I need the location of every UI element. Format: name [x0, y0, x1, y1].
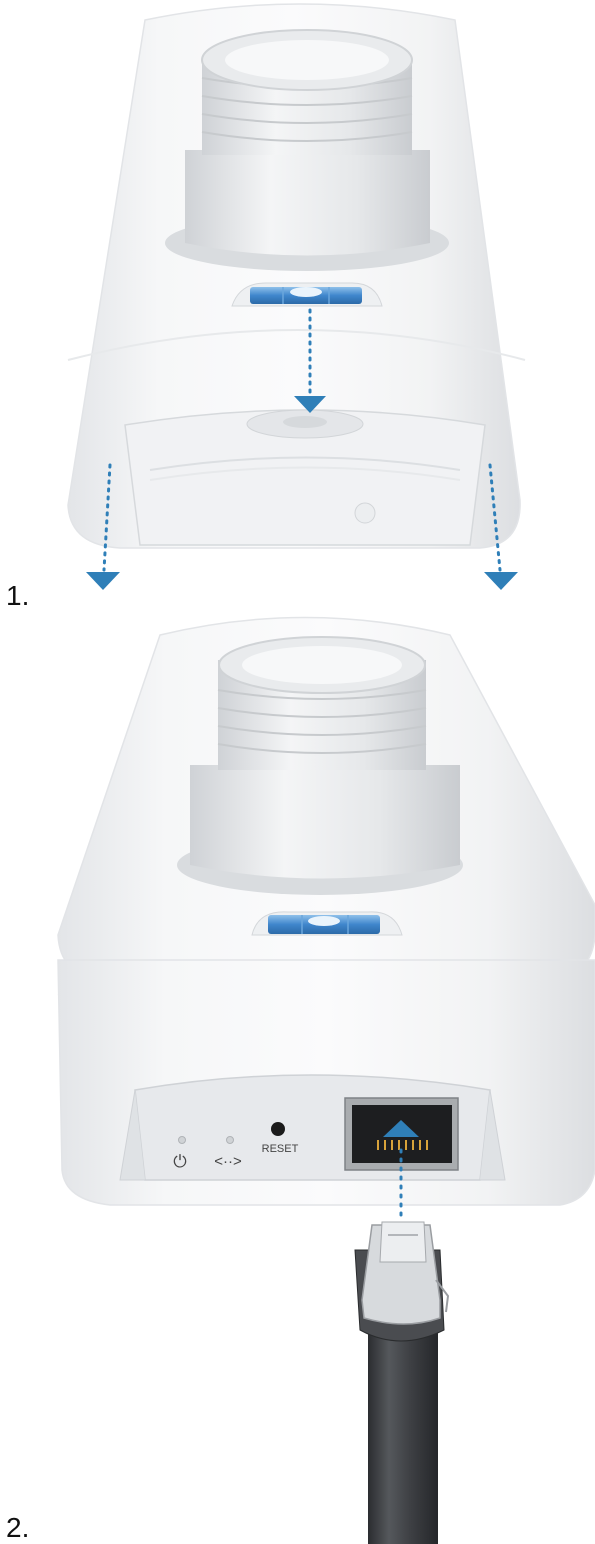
- step-1-number: 1.: [6, 580, 29, 612]
- link-icon: <··>: [214, 1153, 242, 1170]
- step1-thread-inner: [225, 40, 389, 80]
- step2-bubble: [308, 916, 340, 926]
- step2-device: [58, 618, 595, 1544]
- step1-arrow-right: [484, 572, 518, 590]
- link-led: [227, 1137, 234, 1144]
- step1-bubble: [290, 287, 322, 297]
- step2-mount-cylinder: [190, 765, 460, 879]
- reset-label: RESET: [262, 1143, 299, 1155]
- step1-mount-cylinder: [185, 150, 430, 256]
- power-led: [179, 1137, 186, 1144]
- reset-button[interactable]: [271, 1122, 285, 1136]
- step-2-number: 2.: [6, 1512, 29, 1544]
- power-icon: ⏻: [173, 1152, 187, 1171]
- step1-device: [68, 4, 525, 590]
- step1-latch: [355, 503, 375, 523]
- step1-arrow-left: [86, 572, 120, 590]
